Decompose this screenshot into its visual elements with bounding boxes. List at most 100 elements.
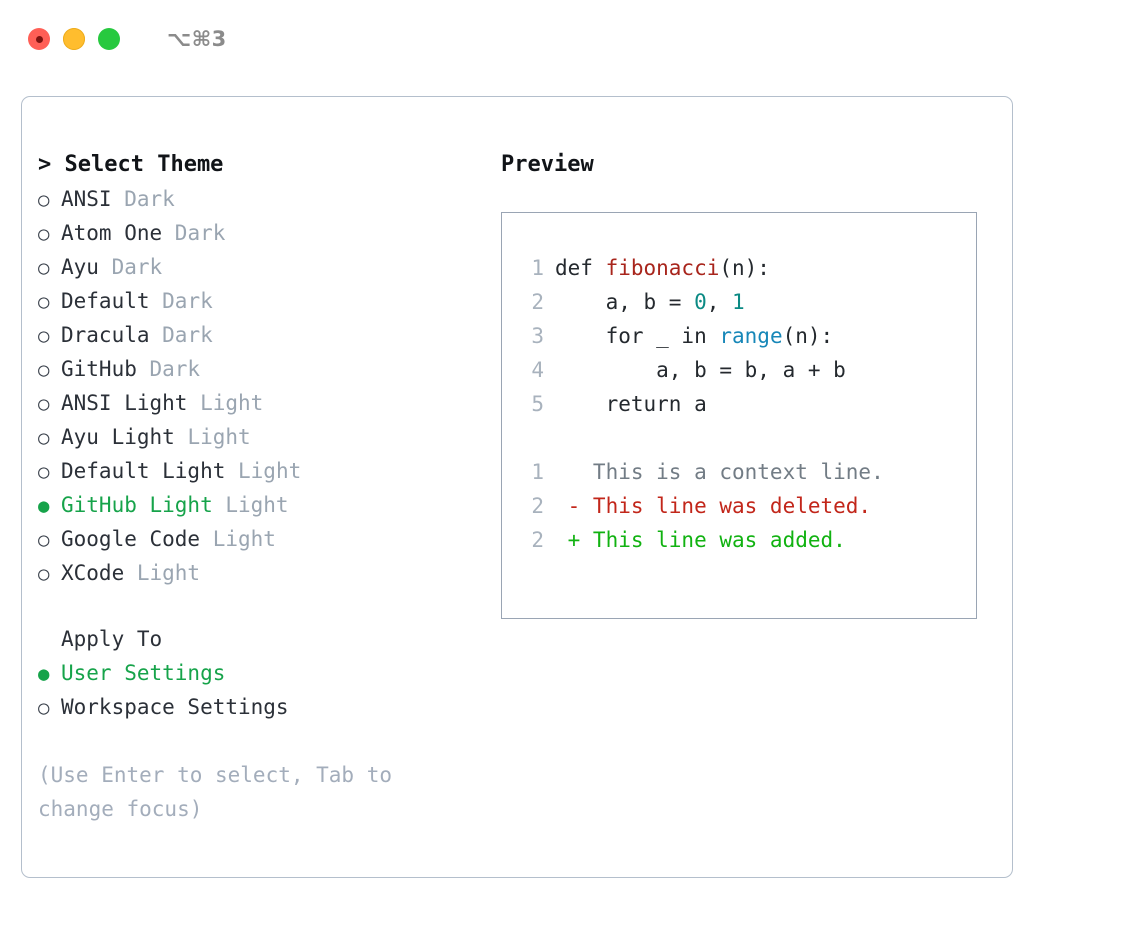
- radio-unselected-icon: ○: [38, 189, 50, 211]
- radio-unselected-icon: ○: [38, 223, 50, 245]
- theme-option-7[interactable]: ○ Ayu Light Light: [38, 420, 498, 454]
- theme-option-9[interactable]: ● GitHub Light Light: [38, 488, 498, 522]
- theme-variant-label: Light: [200, 527, 276, 551]
- theme-option-label: ANSI Light: [61, 391, 188, 415]
- radio-unselected-icon: ○: [38, 529, 50, 551]
- theme-variant-label: Light: [124, 561, 201, 585]
- code-token: def: [555, 256, 606, 280]
- line-number: 1: [531, 460, 544, 484]
- theme-variant-label: Light: [174, 425, 251, 449]
- theme-option-3[interactable]: ○Default Dark: [38, 284, 498, 318]
- spacer: [38, 724, 498, 758]
- apply-to-option-label: Workspace Settings: [61, 695, 289, 719]
- line-number: 2: [531, 494, 544, 518]
- code-token: (n):: [719, 256, 770, 280]
- radio-selected-icon: ●: [38, 495, 50, 517]
- theme-option-8[interactable]: ○ Default Light Light: [38, 454, 498, 488]
- apply-to-label: Apply To: [61, 627, 163, 651]
- radio-unselected-icon: ○: [38, 359, 50, 381]
- keyboard-hint-text: (Use Enter to select, Tab to change focu…: [38, 763, 405, 821]
- theme-variant-label: Light: [225, 459, 302, 483]
- theme-option-label: Atom One: [61, 221, 163, 245]
- theme-option-1[interactable]: ○ Atom One Dark: [38, 216, 498, 250]
- theme-option-6[interactable]: ○ ANSI Light Light: [38, 386, 498, 420]
- code-token: ,: [706, 290, 733, 314]
- radio-unselected-icon: ○: [38, 461, 50, 483]
- line-number: 3: [531, 324, 544, 348]
- theme-option-list[interactable]: ○ANSI Dark○Atom One Dark○Ayu Dark○Defaul…: [38, 182, 498, 590]
- code-token: + This line was added.: [555, 528, 846, 552]
- theme-option-11[interactable]: ○ XCode Light: [38, 556, 498, 590]
- theme-option-label: GitHub: [61, 357, 137, 381]
- radio-unselected-icon: ○: [38, 291, 50, 313]
- code-token: 0: [694, 290, 707, 314]
- keyboard-shortcut-label: ⌥⌘3: [167, 27, 227, 51]
- theme-option-10[interactable]: ○ Google Code Light: [38, 522, 498, 556]
- theme-variant-label: Dark: [162, 221, 226, 245]
- theme-variant-label: Dark: [149, 323, 213, 347]
- code-token: a, b =: [555, 290, 695, 314]
- code-token: a, b = b, a + b: [555, 358, 846, 382]
- code-spacer: [518, 421, 976, 455]
- spacer: [38, 590, 498, 622]
- theme-option-2[interactable]: ○ Ayu Dark: [38, 250, 498, 284]
- code-token: 1: [732, 290, 745, 314]
- content-frame: > Select Theme ○ANSI Dark○Atom One Dark○…: [21, 96, 1013, 878]
- close-window-button[interactable]: [28, 28, 50, 50]
- theme-option-label: Dracula: [61, 323, 150, 347]
- line-number: 4: [531, 358, 544, 382]
- code-line: 1 def fibonacci(n):: [518, 251, 976, 285]
- radio-unselected-icon: ○: [38, 257, 50, 279]
- code-token: return a: [555, 392, 707, 416]
- theme-option-label: Ayu Light: [61, 425, 175, 449]
- line-number: 2: [531, 290, 544, 314]
- theme-option-5[interactable]: ○ GitHub Dark: [38, 352, 498, 386]
- theme-option-label: GitHub Light: [61, 493, 213, 517]
- diff-line: 2 - This line was deleted.: [518, 489, 976, 523]
- traffic-light-buttons: [28, 28, 120, 50]
- code-token: fibonacci: [605, 256, 720, 280]
- code-line: 3 for _ in range(n):: [518, 319, 976, 353]
- theme-option-label: Google Code: [61, 527, 201, 551]
- theme-option-label: Ayu: [61, 255, 99, 279]
- apply-to-option-list[interactable]: ●User Settings ○ Workspace Settings: [38, 656, 498, 724]
- code-token: range: [719, 324, 783, 348]
- theme-selection-panel: > Select Theme ○ANSI Dark○Atom One Dark○…: [38, 148, 498, 826]
- maximize-window-button[interactable]: [98, 28, 120, 50]
- theme-variant-label: Light: [187, 391, 264, 415]
- apply-to-option-1[interactable]: ○ Workspace Settings: [38, 690, 498, 724]
- title-bar: ⌥⌘3: [0, 0, 1140, 78]
- theme-option-4[interactable]: ○ Dracula Dark: [38, 318, 498, 352]
- radio-unselected-icon: ○: [38, 427, 50, 449]
- theme-variant-label: Dark: [111, 187, 175, 211]
- line-number: 5: [531, 392, 544, 416]
- theme-option-label: XCode: [61, 561, 125, 585]
- theme-option-0[interactable]: ○ANSI Dark: [38, 182, 498, 216]
- theme-option-label: Default Light: [61, 459, 226, 483]
- diff-line: 1 This is a context line.: [518, 455, 976, 489]
- radio-unselected-icon: ○: [38, 393, 50, 415]
- theme-variant-label: Light: [212, 493, 289, 517]
- code-line: 2 a, b = 0, 1: [518, 285, 976, 319]
- line-number: 2: [531, 528, 544, 552]
- preview-heading: Preview: [501, 152, 594, 177]
- theme-variant-label: Dark: [149, 289, 213, 313]
- select-theme-heading: > Select Theme: [38, 152, 224, 177]
- code-token: - This line was deleted.: [555, 494, 872, 518]
- code-token: (n):: [782, 324, 834, 348]
- theme-variant-label: Dark: [136, 357, 201, 381]
- radio-unselected-icon: ○: [38, 325, 50, 347]
- code-token: This is a context line.: [555, 460, 884, 484]
- radio-unselected-icon: ○: [38, 563, 50, 585]
- diff-line: 2 + This line was added.: [518, 523, 976, 557]
- line-number: 1: [531, 256, 544, 280]
- minimize-window-button[interactable]: [63, 28, 85, 50]
- radio-unselected-icon: ○: [38, 697, 50, 719]
- code-line: 4 a, b = b, a + b: [518, 353, 976, 387]
- theme-variant-label: Dark: [98, 255, 163, 279]
- apply-to-option-label: User Settings: [61, 661, 226, 685]
- apply-to-option-0[interactable]: ●User Settings: [38, 656, 498, 690]
